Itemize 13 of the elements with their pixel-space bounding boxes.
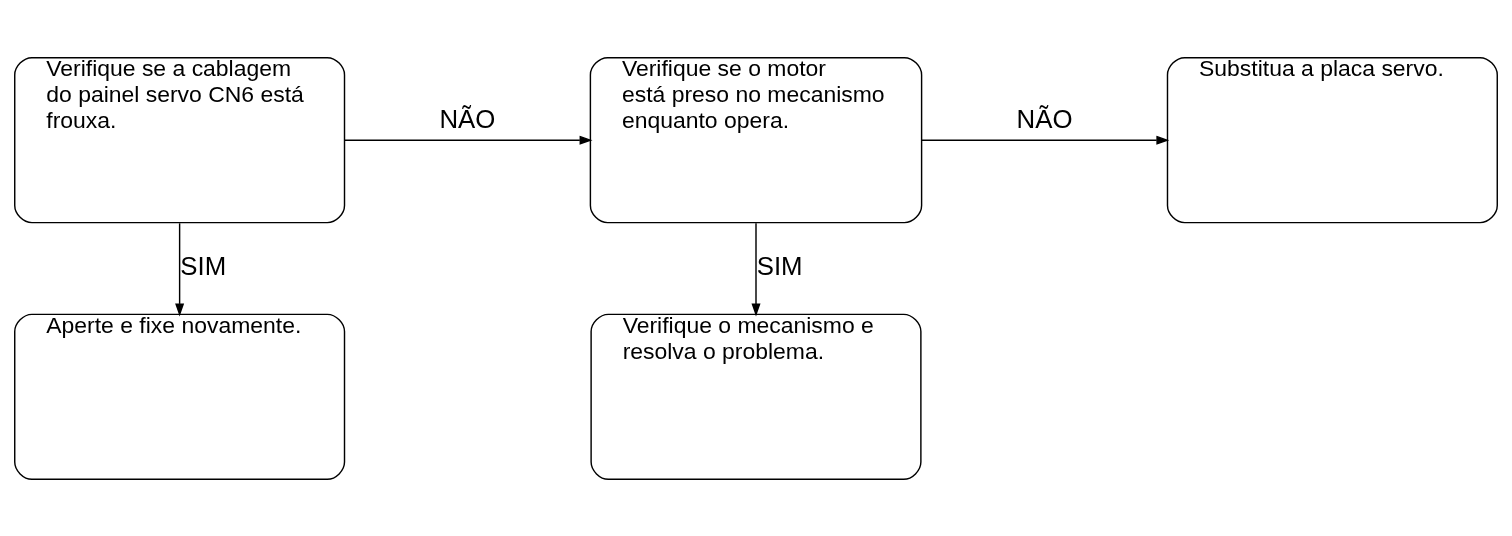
node-box: Verifique se o motor está preso no mecanismo enquanto opera. <box>589 56 923 223</box>
arrow <box>344 135 593 145</box>
edge-label: NÃO <box>1016 104 1073 133</box>
edge-label: SIM <box>180 251 227 280</box>
node-box: Verifique se a cablagem do painel servo CN6 está frouxa. <box>14 56 346 223</box>
arrow <box>921 135 1170 145</box>
edge-label: SIM <box>756 251 803 280</box>
edge-label: NÃO <box>439 104 496 133</box>
node-box: Verifique o mecanismo e resolva o problema. <box>590 313 922 480</box>
arrow <box>751 222 761 316</box>
arrow <box>175 222 185 316</box>
node-box: Substitua a placa servo. <box>1166 56 1498 223</box>
node-box: Aperte e fixe novamente. <box>14 313 346 480</box>
